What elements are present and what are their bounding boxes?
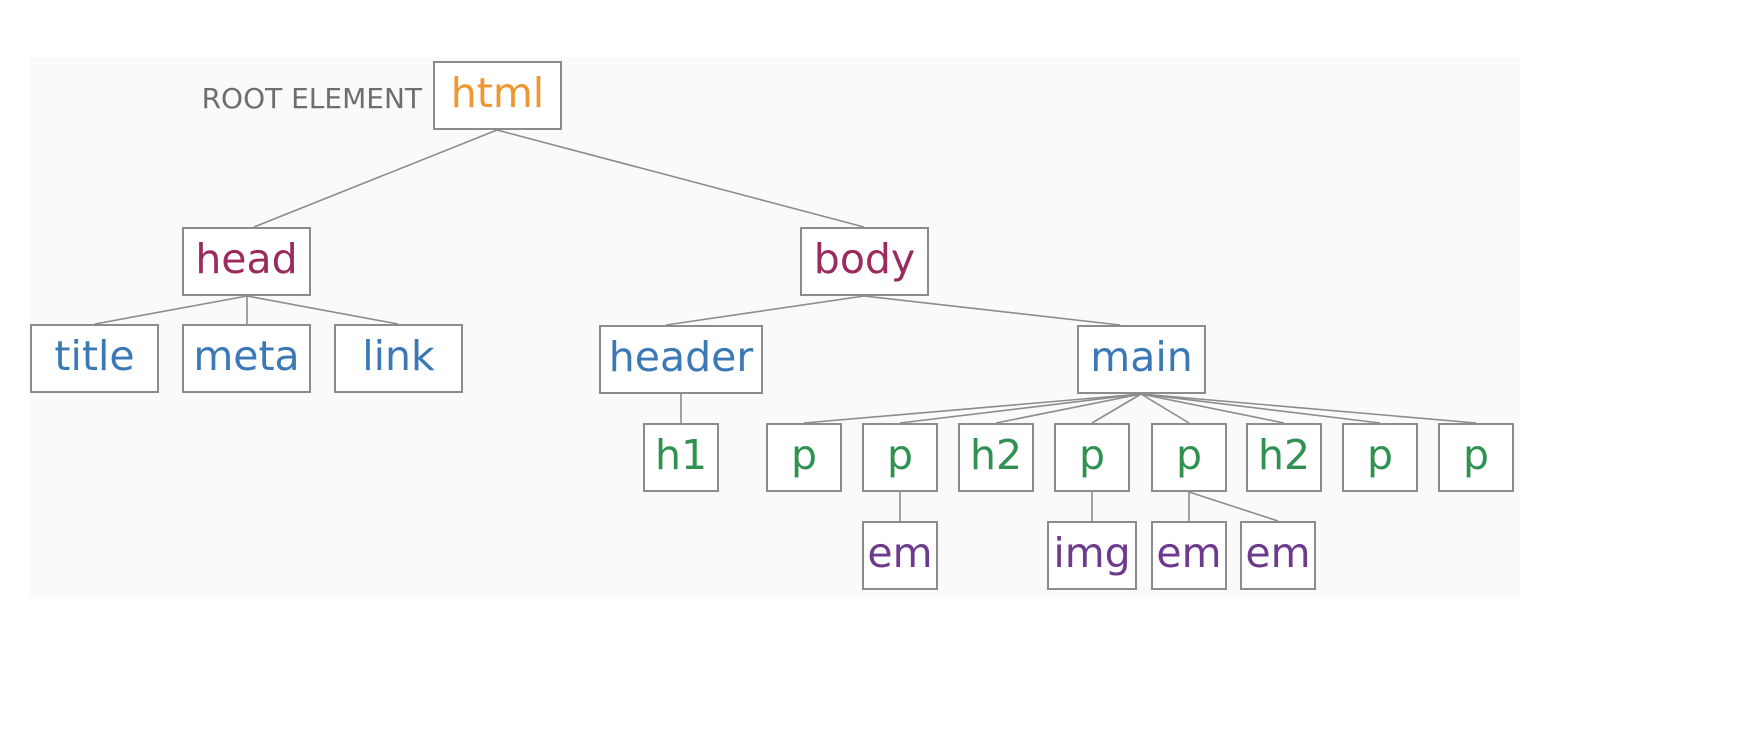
edge-main-child xyxy=(1140,393,1477,424)
edge-main-child xyxy=(1140,393,1285,424)
node-em: em xyxy=(862,521,938,590)
node-title: title xyxy=(30,324,159,393)
node-body: body xyxy=(800,227,929,296)
edge-main-child xyxy=(1091,393,1142,424)
node-em: em xyxy=(1151,521,1227,590)
node-img: img xyxy=(1047,521,1137,590)
edge-main-child xyxy=(899,393,1142,424)
node-main-child-p: p xyxy=(1438,423,1514,492)
root-element-label: ROOT ELEMENT xyxy=(201,82,422,115)
node-main-child-p: p xyxy=(766,423,842,492)
edge-main-child xyxy=(1140,393,1190,424)
node-link: link xyxy=(334,324,463,393)
node-head: head xyxy=(182,227,311,296)
node-main-child-h2: h2 xyxy=(1246,423,1322,492)
node-main-child-p: p xyxy=(862,423,938,492)
node-main-child-h2: h2 xyxy=(958,423,1034,492)
edge-html-head xyxy=(253,129,498,228)
edge-head-title xyxy=(94,295,248,325)
node-main-child-p: p xyxy=(1054,423,1130,492)
edge-main-child xyxy=(995,393,1142,424)
edge-body-main xyxy=(863,295,1121,326)
edge-main-child xyxy=(1140,393,1381,424)
node-h1: h1 xyxy=(643,423,719,492)
edge-body-header xyxy=(665,295,865,326)
edge-html-body xyxy=(496,129,865,228)
node-main: main xyxy=(1077,325,1206,394)
node-main-child-p: p xyxy=(1151,423,1227,492)
edge-main-child xyxy=(803,393,1142,424)
edge-p-em xyxy=(1188,491,1279,522)
node-em: em xyxy=(1240,521,1316,590)
node-main-child-p: p xyxy=(1342,423,1418,492)
node-meta: meta xyxy=(182,324,311,393)
node-header: header xyxy=(599,325,763,394)
node-html: html xyxy=(433,61,562,130)
edge-head-link xyxy=(246,295,399,325)
